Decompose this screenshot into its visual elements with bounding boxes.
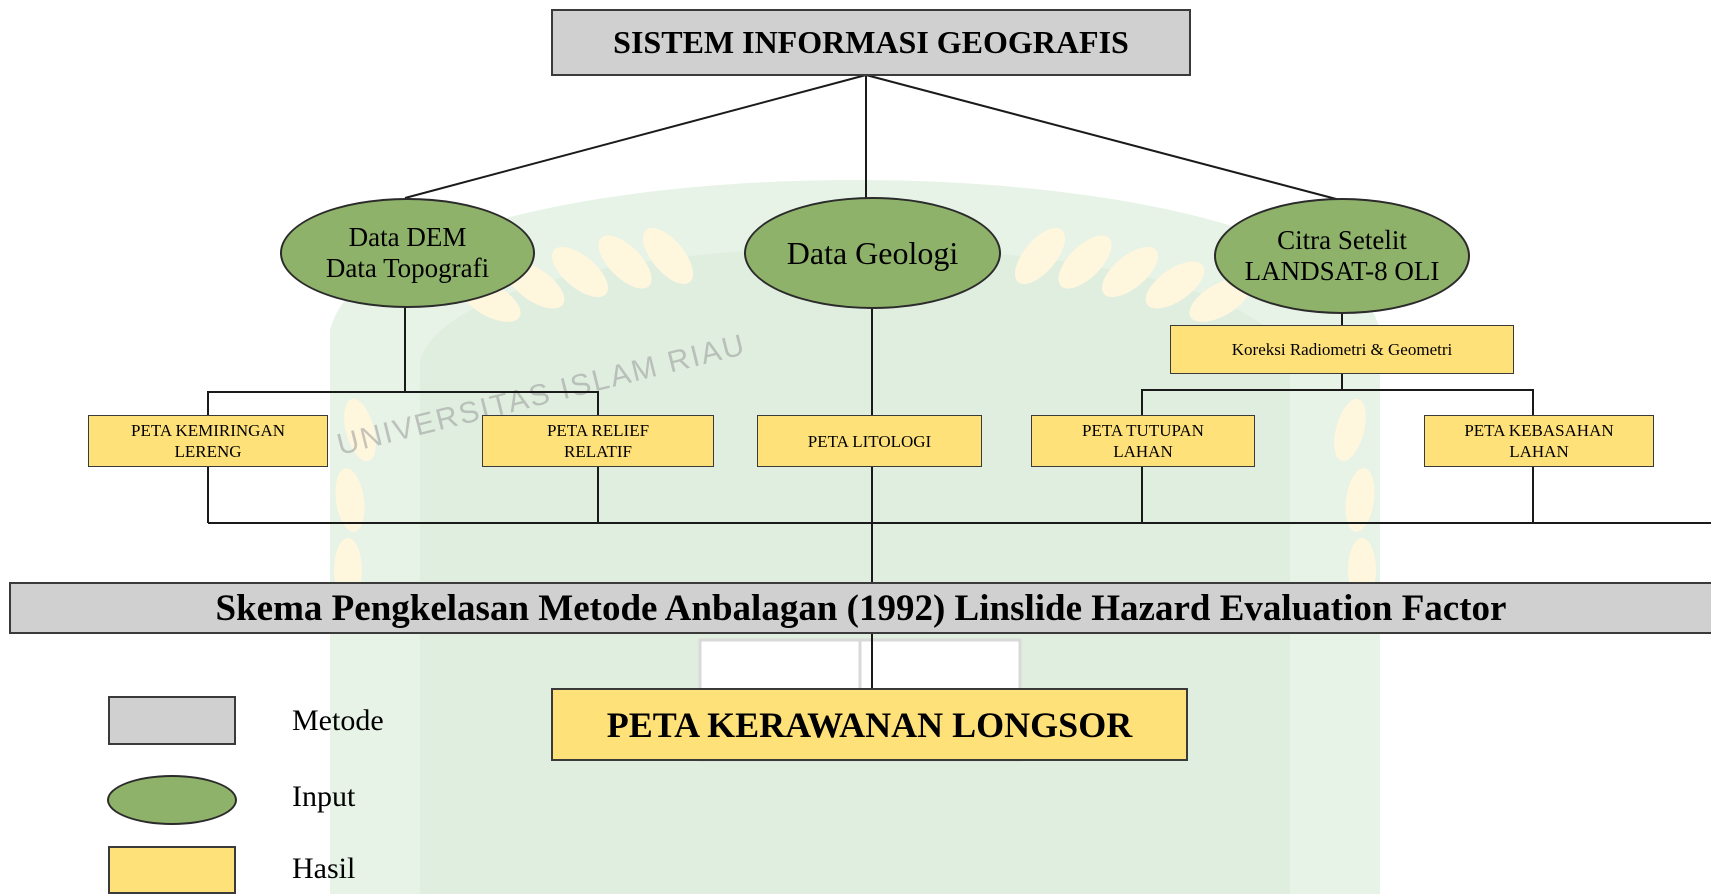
output-kemiringan-lereng: PETA KEMIRINGAN LERENG	[88, 415, 328, 467]
input-geologi-label: Data Geologi	[786, 234, 959, 271]
legend-label-input: Input	[292, 780, 356, 813]
output-relief-label: PETA RELIEF RELATIF	[546, 421, 650, 461]
scheme-label: Skema Pengkelasan Metode Anbalagan (1992…	[215, 587, 1507, 629]
output-tutupan-label: PETA TUTUPAN LAHAN	[1082, 421, 1204, 461]
input-dem-label: Data DEM Data Topografi	[325, 222, 490, 283]
output-relief-relatif: PETA RELIEF RELATIF	[482, 415, 714, 467]
sig-title-box: SISTEM INFORMASI GEOGRAFIS	[551, 9, 1191, 76]
legend-swatch-input	[107, 775, 237, 825]
legend-swatch-hasil	[108, 846, 236, 894]
output-tutupan-lahan: PETA TUTUPAN LAHAN	[1031, 415, 1255, 467]
output-kebasahan-label: PETA KEBASAHAN LAHAN	[1464, 421, 1614, 461]
output-kemiringan-label: PETA KEMIRINGAN LERENG	[131, 421, 285, 461]
result-label: PETA KERAWANAN LONGSOR	[606, 704, 1133, 745]
output-litologi-label: PETA LITOLOGI	[807, 431, 932, 451]
input-dem-topografi: Data DEM Data Topografi	[280, 198, 535, 308]
legend-swatch-metode	[108, 696, 236, 745]
input-citra-landsat: Citra Setelit LANDSAT-8 OLI	[1214, 198, 1470, 314]
legend-label-hasil: Hasil	[292, 852, 356, 885]
output-kebasahan-lahan: PETA KEBASAHAN LAHAN	[1424, 415, 1654, 467]
result-box: PETA KERAWANAN LONGSOR	[551, 688, 1188, 761]
input-citra-label: Citra Setelit LANDSAT-8 OLI	[1244, 225, 1440, 286]
scheme-method-bar: Skema Pengkelasan Metode Anbalagan (1992…	[9, 582, 1711, 634]
legend-label-metode: Metode	[292, 704, 384, 737]
sig-title: SISTEM INFORMASI GEOGRAFIS	[613, 24, 1129, 60]
output-litologi: PETA LITOLOGI	[757, 415, 982, 467]
input-data-geologi: Data Geologi	[744, 197, 1001, 309]
koreksi-box: Koreksi Radiometri & Geometri	[1170, 325, 1514, 374]
koreksi-label: Koreksi Radiometri & Geometri	[1231, 340, 1453, 359]
